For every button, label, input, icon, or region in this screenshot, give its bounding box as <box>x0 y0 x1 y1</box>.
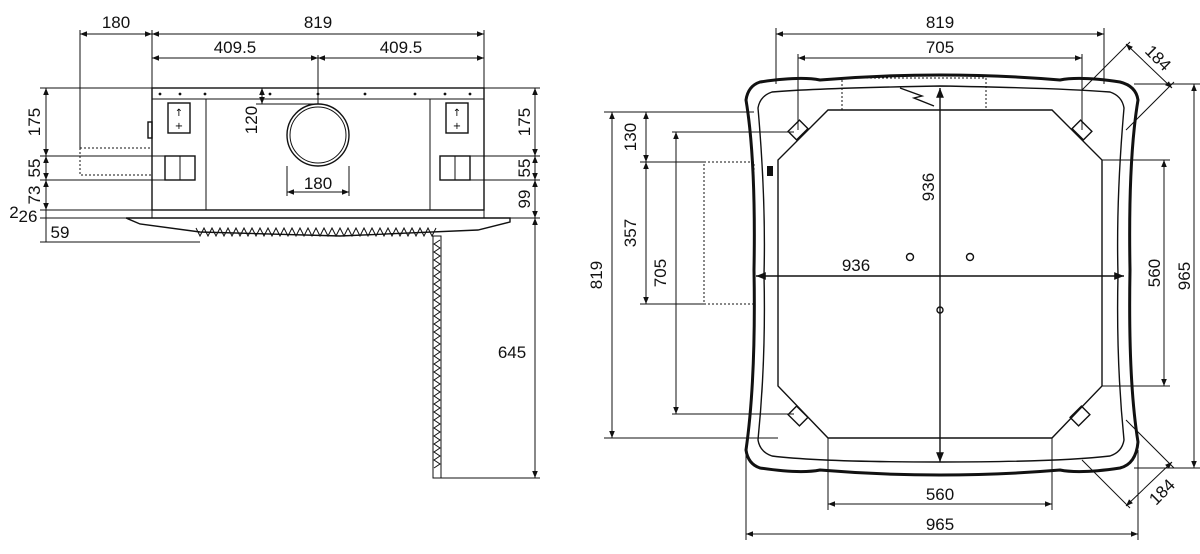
dim-lower-right: 99 <box>515 190 534 209</box>
plan-view: 819 705 184 184 130 936 936 357 705 819 … <box>587 13 1200 540</box>
dim-lower-left: 73 <box>25 186 44 205</box>
louver <box>195 226 437 238</box>
dim-offset-130: 130 <box>621 123 640 151</box>
dim-half-right: 409.5 <box>380 38 423 57</box>
dim-half-left: 409.5 <box>214 38 257 57</box>
panel-outline <box>744 73 1140 477</box>
dim-left-705: 705 <box>651 259 670 287</box>
dim-collar-diameter: 180 <box>304 174 332 193</box>
dim-bracket-left: 55 <box>25 159 44 178</box>
dim-corner-top: 184 <box>1141 41 1174 74</box>
dim-vertical-936: 936 <box>919 173 938 201</box>
hanging-bracket-left <box>167 102 191 134</box>
svg-text:↑: ↑ <box>453 108 461 119</box>
dim-right-965: 965 <box>1175 262 1194 290</box>
dim-height-right: 175 <box>515 108 534 136</box>
dim-panel: 26 <box>19 207 38 226</box>
dim-inner-width: 705 <box>926 38 954 57</box>
side-duct-plan <box>703 161 755 305</box>
decoration-panel <box>125 217 511 237</box>
dim-corner-bottom: 184 <box>1145 475 1178 508</box>
dim-bottom-965: 965 <box>926 515 954 534</box>
dim-top-width: 819 <box>926 13 954 32</box>
side-dimensions: 180 819 409.5 409.5 120 180 175 55 73 2 … <box>9 13 540 479</box>
hole <box>965 252 975 262</box>
duct-collar <box>286 103 350 167</box>
dim-panel-drop: 59 <box>51 223 70 242</box>
rivets <box>158 92 472 96</box>
side-duct <box>79 147 153 176</box>
panel-inner <box>757 85 1125 463</box>
dim-height-left: 175 <box>25 108 44 136</box>
dim-right-560: 560 <box>1145 259 1164 287</box>
dim-left-819: 819 <box>587 261 606 289</box>
hanging-bracket-right <box>445 102 469 134</box>
drain-pipe <box>432 235 442 479</box>
dim-pipe-length: 645 <box>498 343 526 362</box>
dim-bottom-560: 560 <box>926 485 954 504</box>
dim-duct-width: 180 <box>102 13 130 32</box>
side-view: ↑ + ↑ + <box>9 13 540 479</box>
dim-collar-offset: 120 <box>242 106 261 134</box>
dim-horizontal-936: 936 <box>842 256 870 275</box>
svg-text:↑: ↑ <box>175 108 183 119</box>
svg-text:+: + <box>453 121 461 132</box>
dim-overall-width: 819 <box>304 13 332 32</box>
svg-text:+: + <box>175 121 183 132</box>
corner-pockets <box>787 119 1093 427</box>
hole <box>905 252 915 262</box>
dim-gap: 2 <box>9 203 18 222</box>
dim-bracket-right: 55 <box>515 159 534 178</box>
dim-box-357: 357 <box>621 219 640 247</box>
top-duct <box>841 77 987 111</box>
lightning-mark <box>899 87 935 107</box>
